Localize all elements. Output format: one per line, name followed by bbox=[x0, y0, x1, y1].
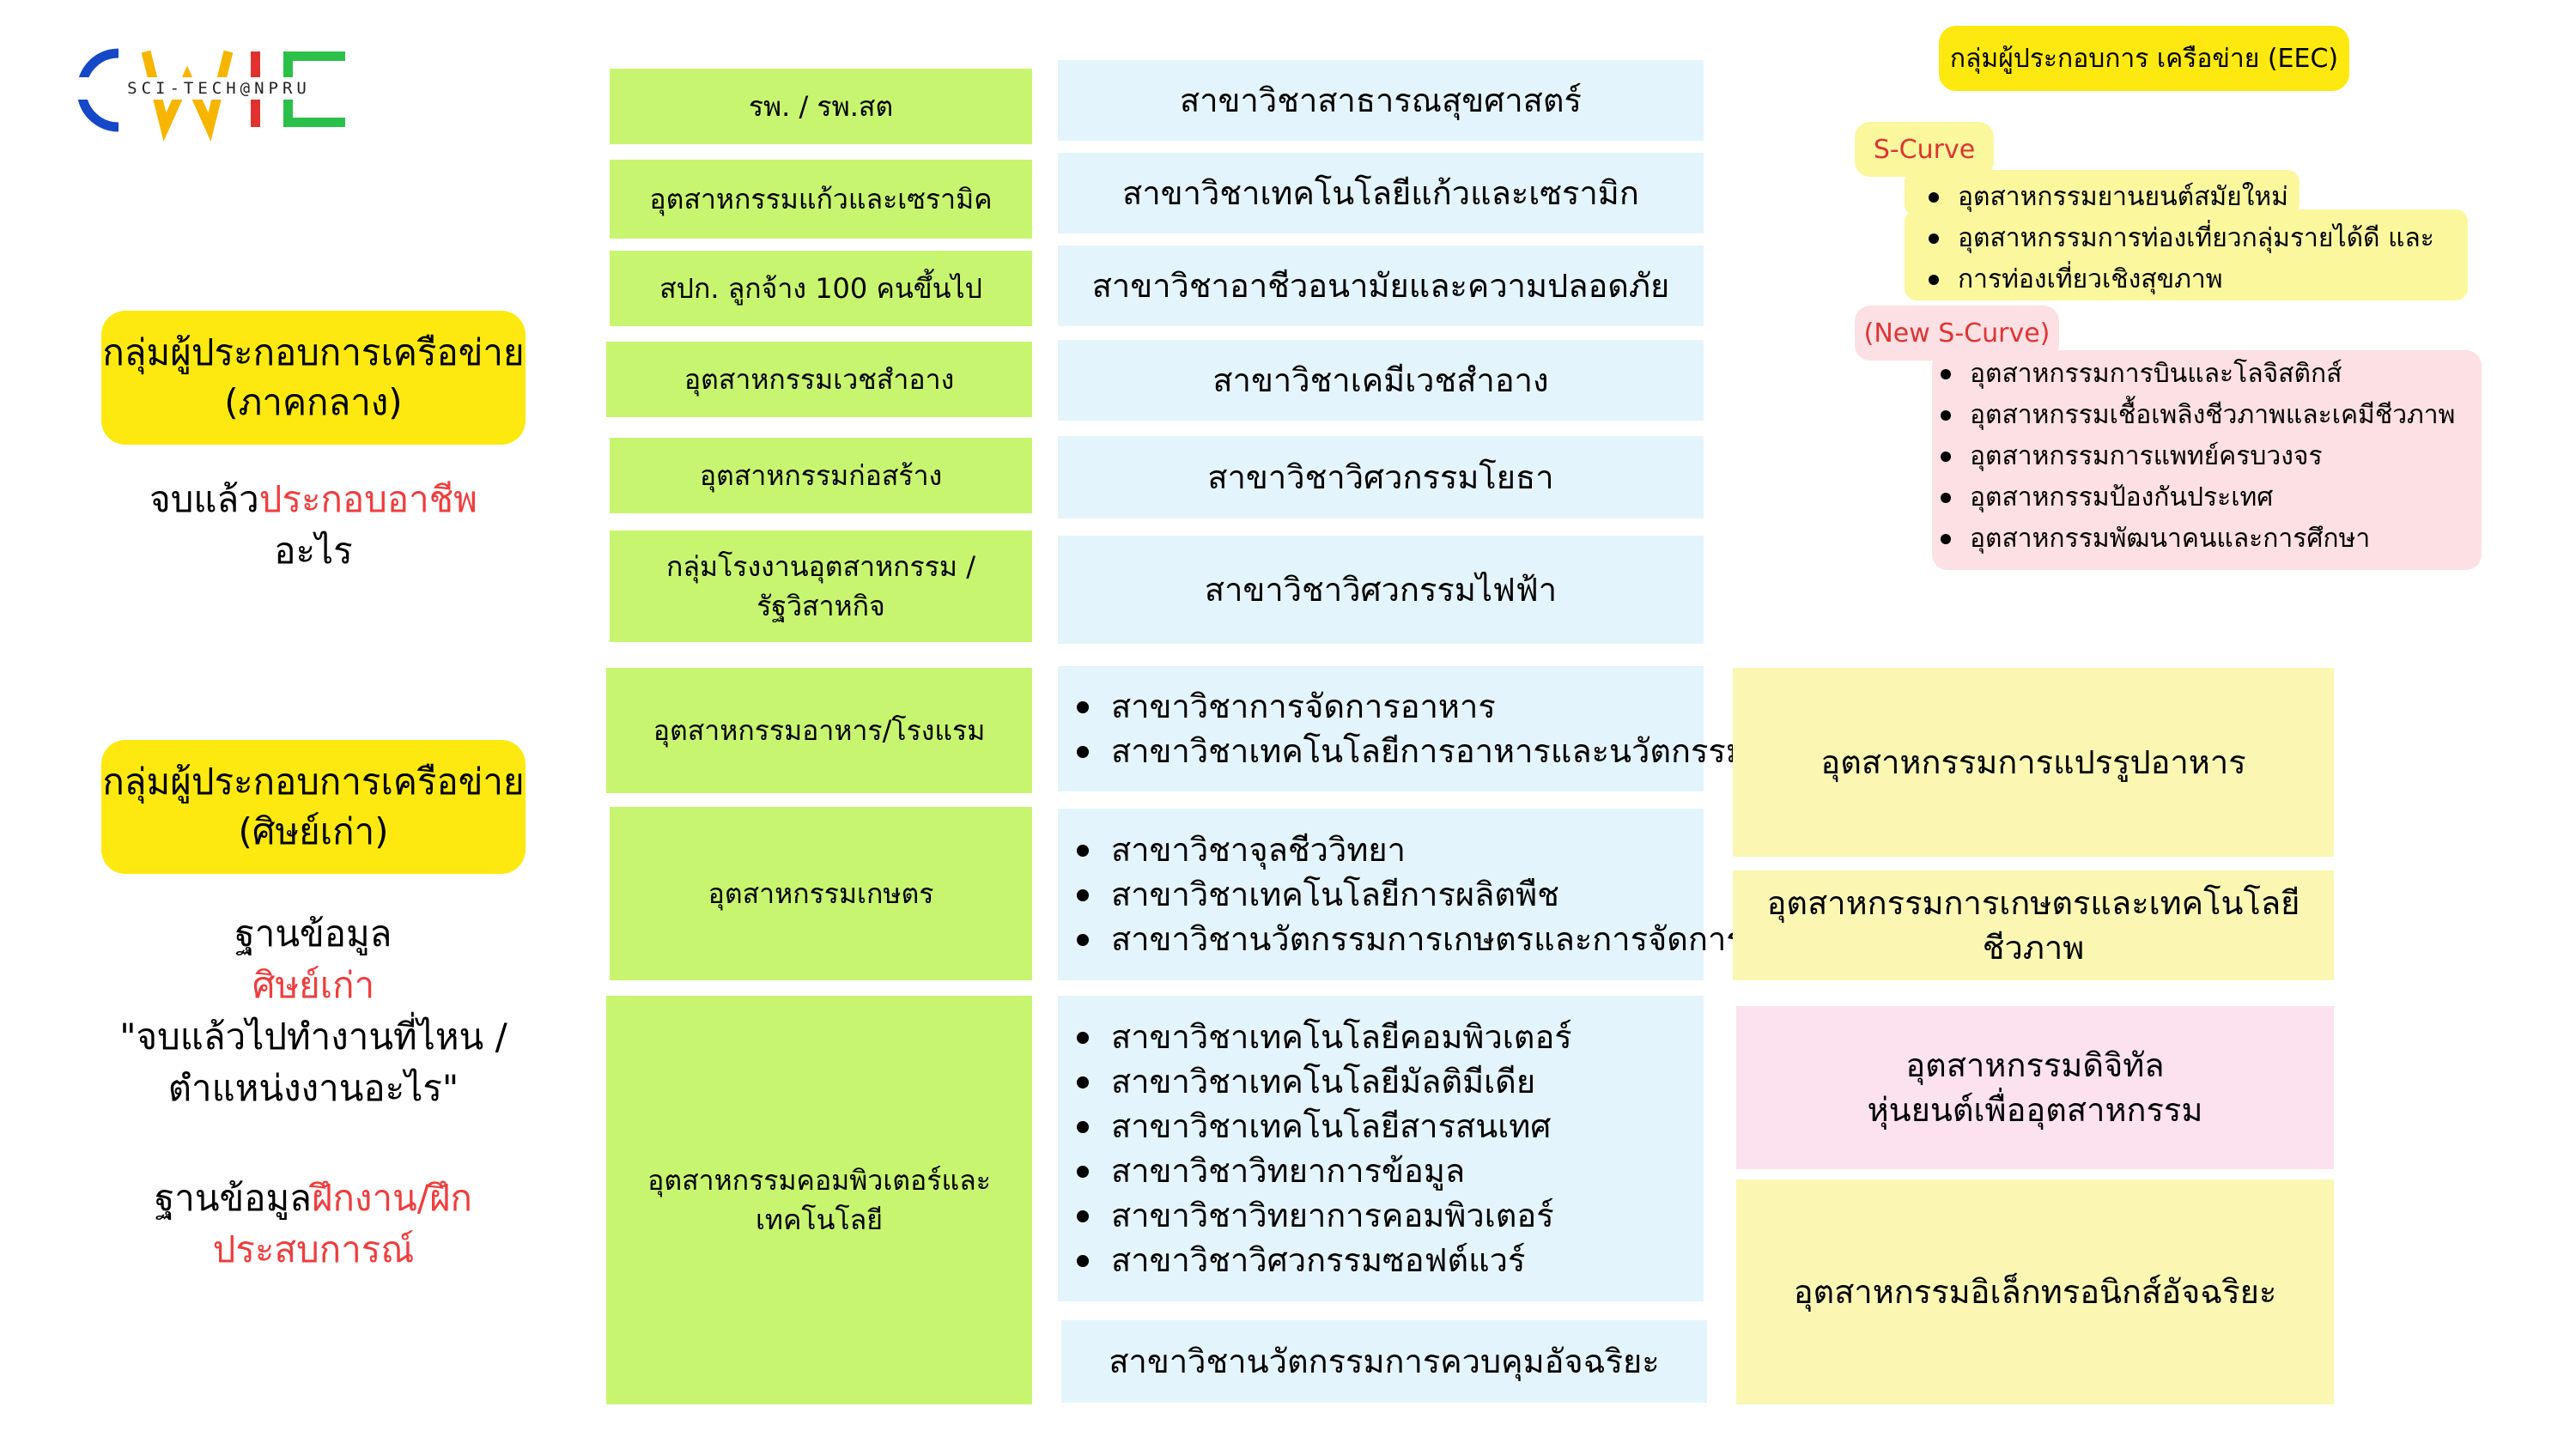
scurve-list-bg bbox=[1905, 209, 2468, 300]
industry-food-hotel: อุตสาหกรรมอาหาร/โรงแรม bbox=[606, 668, 1032, 793]
major-civil-engineering: สาขาวิชาวิศวกรรมโยธา bbox=[1058, 436, 1704, 518]
majors-comp-list: สาขาวิชาเทคโนโลยีคอมพิวเตอร์ สาขาวิชาเทค… bbox=[1058, 1015, 1572, 1282]
scurve-list-bg bbox=[1905, 170, 2300, 216]
list-item: อุตสาหกรรมการบินและโลจิสติกส์ bbox=[1929, 354, 2455, 395]
group-alumni-pill: กลุ่มผู้ประกอบการเครือข่าย (ศิษย์เก่า) bbox=[101, 740, 526, 874]
logo: SCI-TECH@NPRU bbox=[69, 34, 369, 146]
majors-agri-list: สาขาวิชาจุลชีววิทยา สาขาวิชาเทคโนโลยีการ… bbox=[1058, 828, 1744, 961]
list-item: อุตสาหกรรมป้องกันประเทศ bbox=[1929, 477, 2455, 518]
group-central-title-line2: (ภาคกลาง) bbox=[224, 381, 403, 423]
target-food-processing: อุตสาหกรรมการแปรรูปอาหาร bbox=[1733, 668, 2334, 857]
list-item: สาขาวิชาวิทยาการคอมพิวเตอร์ bbox=[1058, 1193, 1572, 1238]
list-item: สาขาวิชาวิศวกรรมซอฟต์แวร์ bbox=[1058, 1238, 1572, 1282]
list-item: สาขาวิชาจุลชีววิทยา bbox=[1058, 828, 1744, 872]
group-central-desc: จบแล้วประกอบอาชีพ อะไร bbox=[149, 478, 477, 572]
list-item: การท่องเที่ยวเชิงสุขภาพ bbox=[1917, 259, 2434, 300]
target-digital-robotics: อุตสาหกรรมดิจิทัล หุ่นยนต์เพื่ออุตสาหกรร… bbox=[1736, 1006, 2334, 1169]
industry-computer-tech: อุตสาหกรรมคอมพิวเตอร์และ เทคโนโลยี bbox=[606, 996, 1032, 1404]
major-occupational-health: สาขาวิชาอาชีวอนามัยและความปลอดภัย bbox=[1058, 246, 1704, 326]
list-item: สาขาวิชานวัตกรรมการเกษตรและการจัดการ bbox=[1058, 917, 1744, 961]
major-cosmetic-chemistry: สาขาวิชาเคมีเวชสำอาง bbox=[1058, 340, 1704, 421]
major-public-health: สาขาวิชาสาธารณสุขศาสตร์ bbox=[1058, 60, 1704, 141]
list-item: สาขาวิชาวิทยาการข้อมูล bbox=[1058, 1149, 1572, 1193]
logo-icon bbox=[69, 48, 369, 142]
major-smart-control-innovation: สาขาวิชานวัตกรรมการควบคุมอัจฉริยะ bbox=[1061, 1320, 1707, 1403]
majors-food-list-box: สาขาวิชาการจัดการอาหาร สาขาวิชาเทคโนโลยี… bbox=[1058, 666, 1747, 791]
majors-food-list: สาขาวิชาการจัดการอาหาร สาขาวิชาเทคโนโลยี… bbox=[1058, 684, 1747, 773]
list-item: สาขาวิชาเทคโนโลยีการอาหารและนวัตกรรม bbox=[1058, 729, 1747, 773]
industry-employers-100: สปก. ลูกจ้าง 100 คนขึ้นไป bbox=[610, 251, 1032, 326]
list-item: อุตสาหกรรมพัฒนาคนและการศึกษา bbox=[1929, 518, 2455, 560]
eec-title-pill: กลุ่มผู้ประกอบการ เครือข่าย (EEC) bbox=[1939, 26, 2349, 91]
new-scurve-list-bg bbox=[1932, 350, 2482, 570]
industry-agriculture: อุตสาหกรรมเกษตร bbox=[610, 807, 1032, 980]
group-central-title-line1: กลุ่มผู้ประกอบการเครือข่าย bbox=[102, 331, 525, 373]
industry-cosmetics: อุตสาหกรรมเวชสำอาง bbox=[606, 342, 1032, 417]
list-item: อุตสาหกรรมการท่องเที่ยวกลุ่มรายได้ดี และ bbox=[1917, 218, 2434, 259]
majors-agri-list-box: สาขาวิชาจุลชีววิทยา สาขาวิชาเทคโนโลยีการ… bbox=[1058, 809, 1744, 980]
internship-database: ฐานข้อมูลฝึกงาน/ฝึก ประสบการณ์ bbox=[155, 1177, 472, 1270]
group-alumni-title-line2: (ศิษย์เก่า) bbox=[238, 810, 389, 852]
target-smart-electronics: อุตสาหกรรมอิเล็กทรอนิกส์อัจฉริยะ bbox=[1736, 1179, 2334, 1404]
new-scurve-list: อุตสาหกรรมการบินและโลจิสติกส์ อุตสาหกรรม… bbox=[1929, 354, 2455, 560]
industry-hospital: รพ. / รพ.สต bbox=[610, 69, 1032, 144]
list-item: สาขาวิชาเทคโนโลยีสารสนเทศ bbox=[1058, 1104, 1572, 1149]
majors-comp-list-box: สาขาวิชาเทคโนโลยีคอมพิวเตอร์ สาขาวิชาเทค… bbox=[1058, 996, 1704, 1301]
alumni-database: ฐานข้อมูล ศิษย์เก่า "จบแล้วไปทำงานที่ไหน… bbox=[119, 912, 507, 1109]
list-item: อุตสาหกรรมยานยนต์สมัยใหม่ bbox=[1917, 177, 2434, 218]
list-item: สาขาวิชาเทคโนโลยีมัลติมีเดีย bbox=[1058, 1059, 1572, 1104]
list-item: อุตสาหกรรมการแพทย์ครบวงจร bbox=[1929, 436, 2455, 477]
group-central-pill: กลุ่มผู้ประกอบการเครือข่าย (ภาคกลาง) bbox=[101, 311, 526, 445]
list-item: สาขาวิชาเทคโนโลยีการผลิตพืช bbox=[1058, 872, 1744, 917]
list-item: สาขาวิชาการจัดการอาหาร bbox=[1058, 684, 1747, 729]
industry-glass-ceramic: อุตสาหกรรมแก้วและเซรามิค bbox=[610, 160, 1032, 239]
group-alumni-title-line1: กลุ่มผู้ประกอบการเครือข่าย bbox=[102, 761, 525, 803]
industry-construction: อุตสาหกรรมก่อสร้าง bbox=[610, 438, 1032, 513]
scurve-label: S-Curve bbox=[1855, 122, 1994, 177]
list-item: อุตสาหกรรมเชื้อเพลิงชีวภาพและเคมีชีวภาพ bbox=[1929, 395, 2455, 436]
major-glass-ceramic-tech: สาขาวิชาเทคโนโลยีแก้วและเซรามิก bbox=[1058, 153, 1704, 233]
major-electrical-engineering: สาขาวิชาวิศวกรรมไฟฟ้า bbox=[1058, 536, 1704, 644]
scurve-list: อุตสาหกรรมยานยนต์สมัยใหม่ อุตสาหกรรมการท… bbox=[1917, 177, 2434, 300]
logo-subtext: SCI-TECH@NPRU bbox=[127, 79, 311, 98]
industry-factories-enterprises: กลุ่มโรงงานอุตสาหกรรม / รัฐวิสาหกิจ bbox=[610, 530, 1032, 642]
target-agri-biotech: อุตสาหกรรมการเกษตรและเทคโนโลยีชีวภาพ bbox=[1733, 870, 2334, 980]
list-item: สาขาวิชาเทคโนโลยีคอมพิวเตอร์ bbox=[1058, 1015, 1572, 1059]
